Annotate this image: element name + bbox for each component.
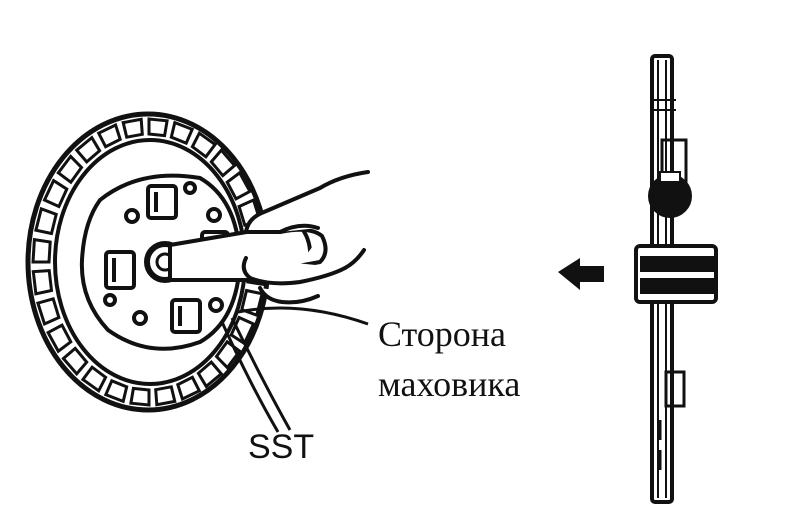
friction-pad — [42, 178, 69, 209]
friction-pad — [209, 147, 237, 178]
friction-pad — [46, 323, 73, 354]
sst-leader — [230, 317, 292, 431]
friction-pad — [31, 237, 52, 264]
hand — [241, 170, 370, 305]
friction-pad — [34, 206, 58, 236]
friction-pad — [103, 378, 129, 404]
friction-pad — [225, 170, 252, 201]
friction-pad — [74, 135, 102, 165]
friction-pad — [80, 365, 108, 394]
friction-pad — [121, 117, 144, 139]
friction-pad — [61, 346, 89, 377]
friction-pad — [56, 154, 84, 185]
sst-label: SST — [248, 428, 315, 466]
friction-pad — [175, 375, 202, 402]
flywheel-side-label-line1: Сторона — [378, 314, 507, 354]
friction-pad — [96, 122, 123, 149]
flywheel-side-label-line2: маховика — [378, 364, 521, 404]
friction-pad — [196, 359, 224, 389]
arrow-left-icon — [558, 258, 604, 290]
friction-pad — [31, 269, 54, 296]
friction-pad — [240, 288, 264, 318]
clutch-disc-side-view — [634, 54, 718, 504]
friction-pad — [154, 385, 177, 407]
flywheel-side-leader — [237, 306, 369, 326]
friction-pad — [169, 120, 195, 146]
friction-pad — [129, 386, 151, 407]
friction-pad — [147, 117, 169, 138]
friction-pad — [190, 130, 218, 159]
friction-pad — [36, 296, 61, 327]
leader-lines — [220, 306, 369, 433]
